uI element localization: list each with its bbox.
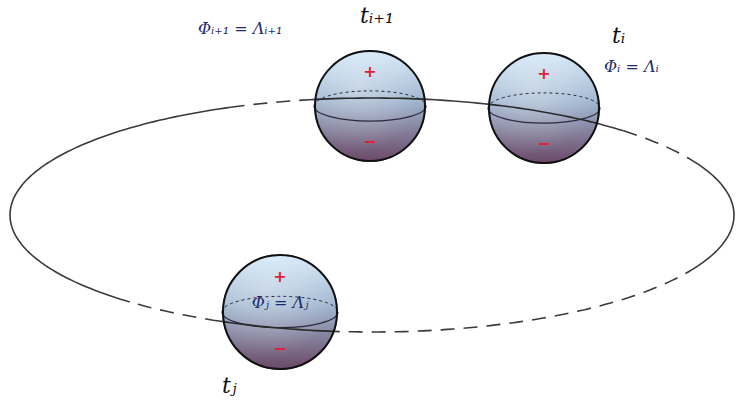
potential-label: Φⱼ = Λⱼ	[252, 295, 309, 311]
charged-sphere: + Φⱼ = Λⱼ −	[222, 254, 338, 370]
charge-sign: −	[363, 134, 376, 150]
potential-label: Φᵢ = Λᵢ	[604, 58, 659, 76]
orbit-segment	[10, 107, 231, 215]
charge-sign: +	[363, 64, 376, 80]
orbit-segment	[130, 302, 219, 321]
orbit-segment	[231, 100, 310, 108]
time-label: tⱼ	[222, 374, 237, 398]
time-label: tᵢ	[612, 24, 625, 48]
orbit-segment	[624, 131, 698, 164]
charged-sphere: +−	[314, 50, 426, 162]
charge-sign: −	[537, 136, 550, 152]
orbit-segment	[697, 164, 734, 267]
charge-sign: −	[273, 341, 286, 357]
time-label: tᵢ₊₁	[360, 4, 394, 28]
orbit-segment	[328, 266, 698, 332]
potential-label: Φᵢ₊₁ = Λᵢ₊₁	[198, 20, 282, 38]
orbit-segment	[10, 215, 130, 302]
charge-sign: +	[537, 66, 550, 82]
charge-sign: +	[273, 269, 286, 285]
charged-sphere: +−	[488, 52, 600, 164]
